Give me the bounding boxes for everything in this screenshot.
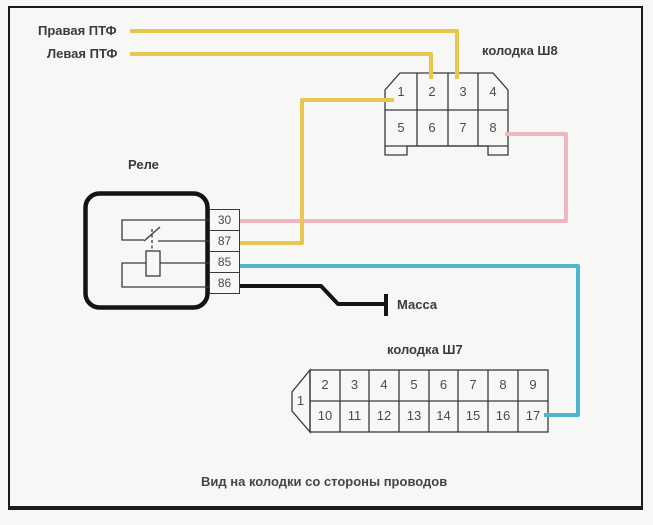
relay-pin-86: 86 bbox=[209, 272, 240, 294]
wire-pink-relay30-to-sh8pin8 bbox=[240, 132, 568, 223]
sh7-pin-15: 15 bbox=[465, 408, 481, 423]
relay-switch-arm bbox=[143, 226, 161, 242]
connector-sh8-shape bbox=[384, 72, 509, 156]
relay-pin-87: 87 bbox=[209, 230, 240, 252]
label-relay: Реле bbox=[128, 157, 159, 172]
sh8-pin-1: 1 bbox=[397, 84, 405, 99]
sh7-pin-8: 8 bbox=[499, 377, 507, 392]
sh8-pin-4: 4 bbox=[489, 84, 497, 99]
sh7-pin-3: 3 bbox=[350, 377, 359, 392]
sh7-pin-5: 5 bbox=[410, 377, 418, 392]
wire-yellow-left-fog-to-sh8pin2 bbox=[130, 52, 433, 79]
wire-cyan-relay85-to-sh7pin17 bbox=[240, 264, 580, 417]
label-connector-sh7: колодка Ш7 bbox=[387, 342, 463, 357]
relay-pin-85: 85 bbox=[209, 251, 240, 273]
sh7-pin-6: 6 bbox=[439, 377, 448, 392]
label-left-fog: Левая ПТФ bbox=[47, 46, 118, 61]
sh7-pin-1: 1 bbox=[296, 393, 305, 408]
diagram-caption: Вид на колодки со стороны проводов bbox=[201, 474, 448, 489]
sh7-pin-10: 10 bbox=[317, 408, 333, 423]
diagram-border bbox=[8, 6, 643, 510]
relay-coil-86-line bbox=[121, 262, 209, 288]
relay-pin-column: 30 87 85 86 bbox=[209, 209, 240, 294]
relay-coil bbox=[145, 250, 161, 277]
sh8-pin-7: 7 bbox=[459, 120, 467, 135]
sh7-pin-7: 7 bbox=[469, 377, 477, 392]
sh8-pin-3: 3 bbox=[459, 84, 467, 99]
sh7-pin-4: 4 bbox=[380, 377, 388, 392]
relay-pin-30: 30 bbox=[209, 209, 240, 231]
sh7-pin-12: 12 bbox=[376, 408, 392, 423]
sh7-pin-14: 14 bbox=[436, 408, 451, 423]
label-right-fog: Правая ПТФ bbox=[38, 23, 117, 38]
sh7-pin-16: 16 bbox=[495, 408, 511, 423]
sh7-pin-17: 17 bbox=[525, 408, 541, 423]
sh7-pin-9: 9 bbox=[529, 377, 537, 392]
wire-black-relay86-to-ground bbox=[240, 284, 386, 306]
wire-yellow-relay87-to-sh8pin1 bbox=[240, 98, 394, 245]
label-connector-sh8: колодка Ш8 bbox=[482, 43, 558, 58]
sh8-pin-8: 8 bbox=[489, 120, 497, 135]
connector-sh7-shape bbox=[291, 368, 549, 434]
sh8-pin-6: 6 bbox=[428, 120, 436, 135]
wire-yellow-right-fog-to-sh8pin3 bbox=[130, 29, 459, 79]
sh7-pin-11: 11 bbox=[347, 408, 362, 423]
sh8-pin-5: 5 bbox=[397, 120, 405, 135]
label-ground: Масса bbox=[397, 297, 438, 312]
relay-body bbox=[83, 191, 210, 310]
sh7-key-outline bbox=[291, 368, 311, 434]
relay-contact-30-line bbox=[121, 219, 209, 241]
relay-internal-circuit bbox=[121, 219, 209, 288]
sh7-pin-2: 2 bbox=[321, 377, 329, 392]
sh7-pin-13: 13 bbox=[406, 408, 422, 423]
sh8-pin-2: 2 bbox=[428, 84, 436, 99]
